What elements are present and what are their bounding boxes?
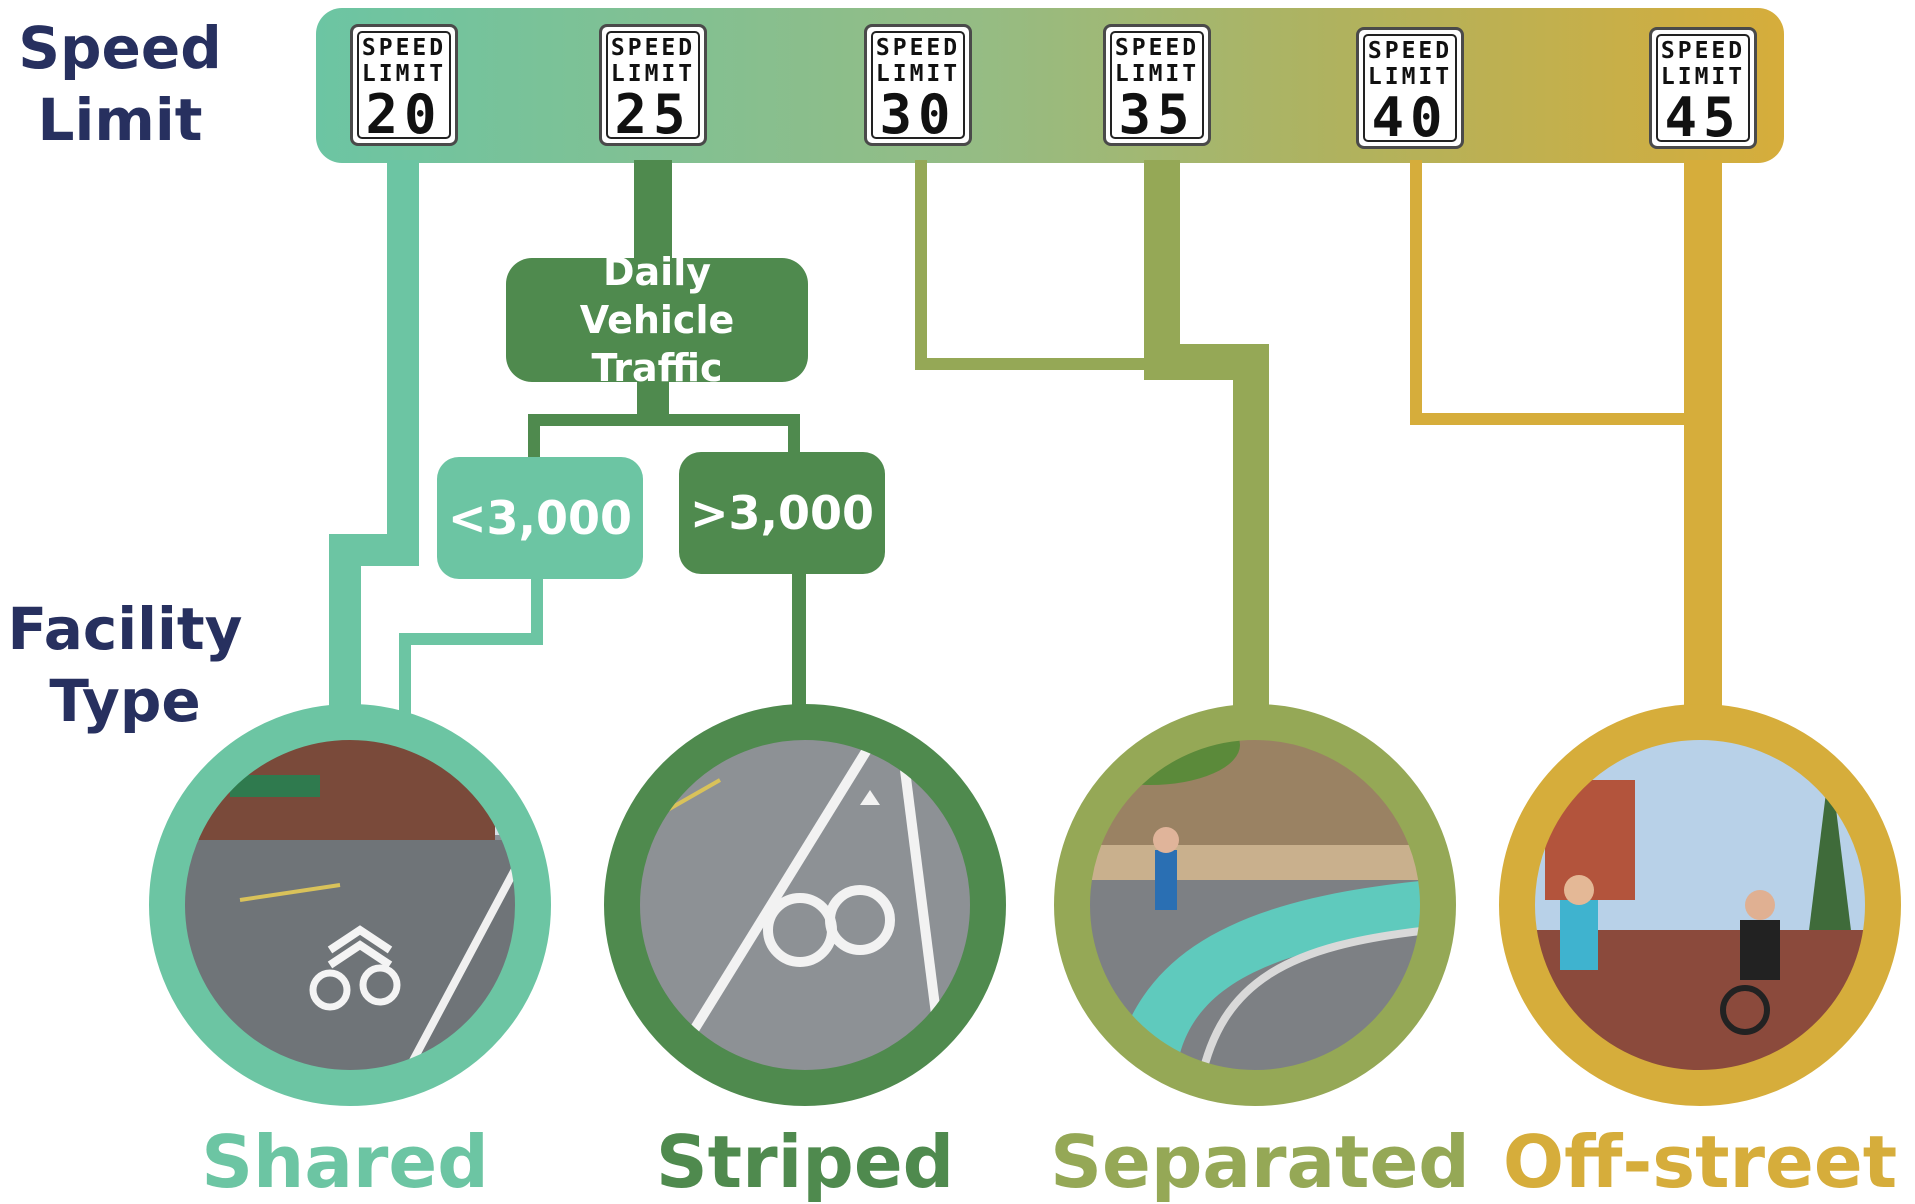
traffic-low-text: <3,000 [447, 491, 633, 545]
sign-speed-text: SPEED [610, 35, 696, 61]
sign-value: 40 [1371, 86, 1449, 149]
sign-limit-text: LIMIT [1367, 64, 1453, 90]
connector-low-shared [399, 575, 543, 720]
connector-35-separated [1144, 160, 1269, 720]
traffic-low-box: <3,000 [437, 457, 643, 579]
circle-offstreet [1499, 704, 1901, 1106]
speed-limit-sign-25: SPEED LIMIT 25 [599, 24, 707, 146]
speed-limit-sign-30: SPEED LIMIT 30 [864, 24, 972, 146]
sign-value: 20 [365, 83, 443, 146]
traffic-high-box: >3,000 [679, 452, 885, 574]
connector-30-separated [915, 160, 1162, 370]
sign-speed-text: SPEED [1114, 35, 1200, 61]
speed-limit-sign-40: SPEED LIMIT 40 [1356, 27, 1464, 149]
circle-separated [1054, 704, 1456, 1106]
speed-limit-sign-35: SPEED LIMIT 35 [1103, 24, 1211, 146]
sign-value: 30 [879, 83, 957, 146]
sign-limit-text: LIMIT [1114, 61, 1200, 87]
speed-limit-sign-20: SPEED LIMIT 20 [350, 24, 458, 146]
speed-limit-sign-45: SPEED LIMIT 45 [1649, 27, 1757, 149]
sign-speed-text: SPEED [1367, 38, 1453, 64]
sign-value: 35 [1118, 83, 1196, 146]
speed-limit-bar [316, 8, 1784, 163]
facility-label-separated: Separated [1050, 1120, 1470, 1204]
connector-20-shared [329, 160, 419, 720]
sign-speed-text: SPEED [361, 35, 447, 61]
connector-split [528, 414, 800, 462]
sign-speed-text: SPEED [1660, 38, 1746, 64]
photo-striped [630, 730, 980, 1080]
speed-limit-label: Speed Limit [18, 14, 222, 154]
facility-label-offstreet: Off-street [1502, 1120, 1898, 1204]
sign-limit-text: LIMIT [875, 61, 961, 87]
connector-40-offstreet [1410, 160, 1700, 425]
daily-vehicle-traffic-box: Daily Vehicle Traffic [506, 250, 808, 390]
sign-value: 25 [614, 83, 692, 146]
circle-striped [604, 704, 1006, 1106]
sign-limit-text: LIMIT [1660, 64, 1746, 90]
sign-speed-text: SPEED [875, 35, 961, 61]
sign-limit-text: LIMIT [610, 61, 696, 87]
sign-limit-text: LIMIT [361, 61, 447, 87]
photo-offstreet [1525, 730, 1875, 1080]
facility-label-shared: Shared [201, 1120, 489, 1204]
circle-shared [149, 704, 551, 1106]
sign-value: 45 [1664, 86, 1742, 149]
facility-label-striped: Striped [655, 1120, 955, 1204]
daily-vehicle-traffic-text: Daily Vehicle Traffic [579, 250, 735, 390]
facility-type-label: Facility Type [7, 595, 243, 735]
traffic-high-text: >3,000 [689, 486, 875, 540]
